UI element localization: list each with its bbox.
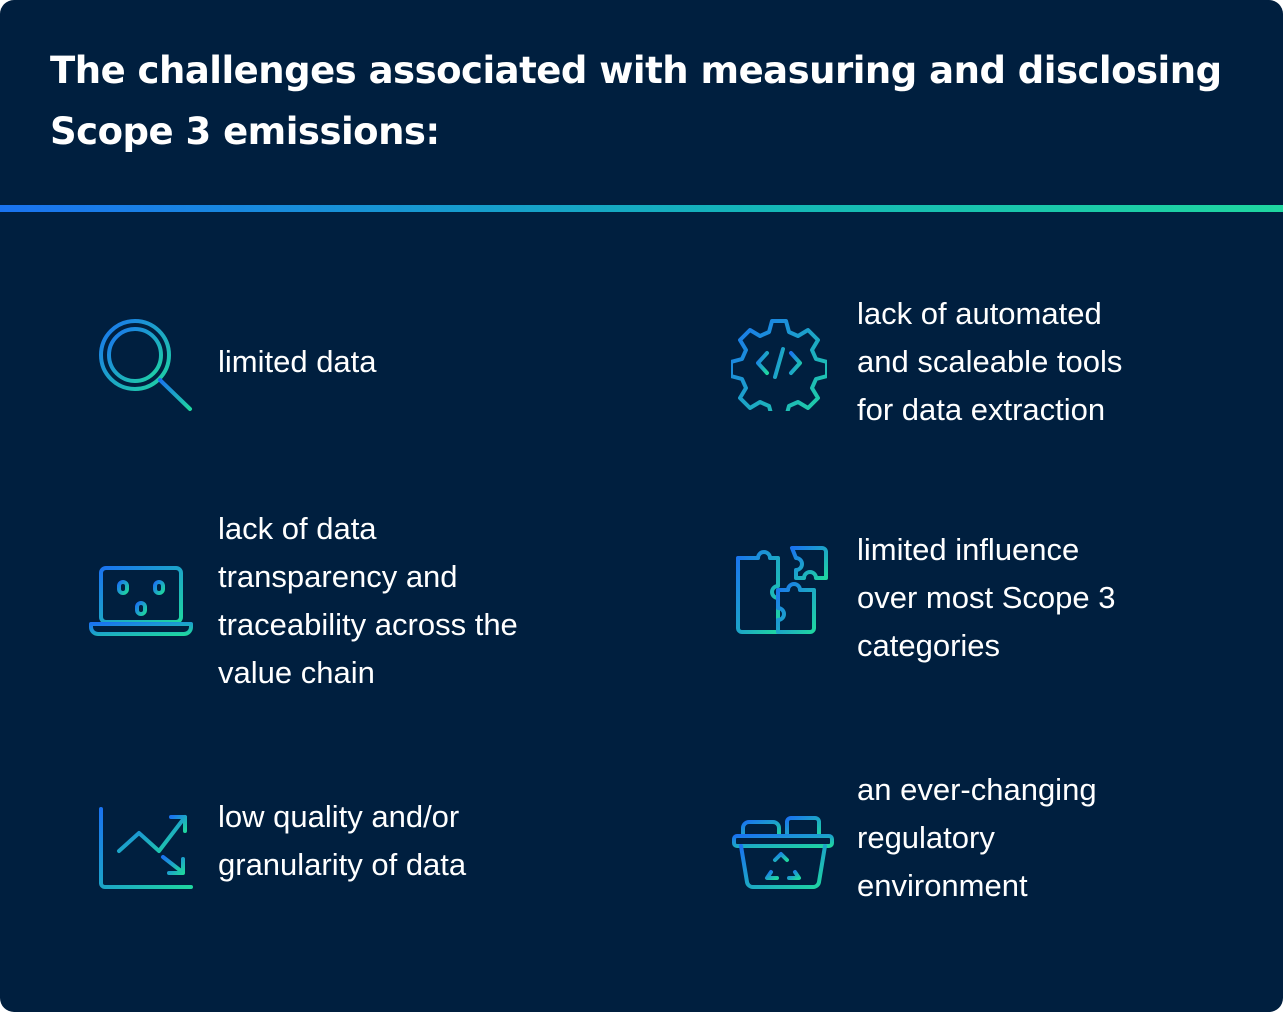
puzzle-icon [736, 546, 828, 634]
challenge-line: categories [857, 628, 1001, 663]
challenge-line: limited data [218, 344, 377, 379]
gradient-divider [0, 205, 1283, 212]
title-line-2: Scope 3 emissions: [50, 110, 440, 153]
trend-chart-icon [99, 807, 193, 889]
challenge-label: lack of data transparency and traceabili… [218, 505, 518, 697]
challenge-line: transparency and [218, 559, 458, 594]
recycle-basket-icon [732, 806, 834, 889]
magnifier-chart-icon [99, 319, 192, 411]
title-line-1: The challenges associated with measuring… [50, 49, 1222, 92]
challenge-label: low quality and/or granularity of data [218, 793, 466, 889]
laptop-binary-icon [89, 566, 193, 636]
gear-code-icon [731, 319, 827, 411]
challenge-line: lack of automated [857, 296, 1102, 331]
challenge-line: regulatory [857, 820, 995, 855]
challenge-label: limited influence over most Scope 3 cate… [857, 526, 1115, 670]
challenge-label: an ever-changing regulatory environment [857, 766, 1097, 910]
challenge-line: and scaleable tools [857, 344, 1123, 379]
page-title: The challenges associated with measuring… [50, 40, 1230, 162]
challenge-line: an ever-changing [857, 772, 1097, 807]
challenge-line: granularity of data [218, 847, 467, 882]
challenge-line: low quality and/or [218, 799, 460, 834]
challenge-line: limited influence [857, 532, 1080, 567]
challenge-line: for data extraction [857, 392, 1106, 427]
challenge-label: limited data [218, 338, 377, 386]
challenge-label: lack of automated and scaleable tools fo… [857, 290, 1122, 434]
challenge-line: lack of data [218, 511, 377, 546]
challenge-line: environment [857, 868, 1028, 903]
challenge-line: over most Scope 3 [857, 580, 1116, 615]
challenge-line: value chain [218, 655, 375, 690]
challenge-line: traceability across the [218, 607, 518, 642]
